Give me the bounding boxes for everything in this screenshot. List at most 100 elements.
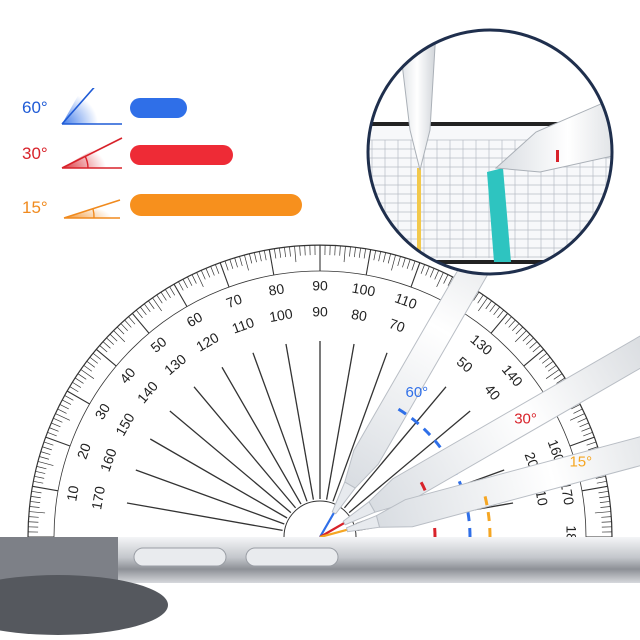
protractor-tick xyxy=(239,256,243,267)
protractor-tick xyxy=(169,286,176,296)
protractor-radial-line xyxy=(332,352,388,502)
protractor-tick xyxy=(131,312,150,334)
protractor-tick xyxy=(80,369,95,379)
angle-arc-30 xyxy=(418,478,437,538)
protractor-tick xyxy=(339,245,341,256)
protractor-tick xyxy=(354,247,356,258)
protractor-tick xyxy=(289,246,291,257)
protractor-tick xyxy=(268,249,275,276)
angle-arc-60 xyxy=(394,405,472,538)
protractor-tick xyxy=(28,516,39,518)
inset-content xyxy=(368,30,612,264)
legend-bar-30 xyxy=(130,145,233,165)
protractor-tick xyxy=(124,319,132,328)
protractor-tick xyxy=(229,259,234,269)
protractor-tick xyxy=(59,404,69,410)
protractor-tick xyxy=(273,248,277,259)
protractor-tick xyxy=(571,404,581,410)
protractor-tick xyxy=(436,272,444,288)
protractor-tick xyxy=(34,475,45,479)
protractor-tick xyxy=(294,246,297,263)
outer-scale-label: 60 xyxy=(184,308,206,330)
protractor-tick xyxy=(69,386,79,393)
protractor-tick xyxy=(497,309,505,319)
device-lens xyxy=(0,575,168,635)
protractor-tick xyxy=(425,266,430,276)
inner-scale-label: 70 xyxy=(387,315,407,335)
protractor-tick xyxy=(200,270,206,280)
protractor-tick xyxy=(92,352,102,360)
protractor-tick xyxy=(128,316,136,325)
protractor-tick xyxy=(343,246,346,263)
protractor-tick xyxy=(595,475,606,479)
protractor-tick xyxy=(391,254,396,271)
protractor-radial-line xyxy=(343,386,447,509)
protractor-tick xyxy=(378,251,382,262)
protractor-tick xyxy=(33,480,44,484)
protractor-tick xyxy=(569,436,595,447)
protractor-tick xyxy=(39,456,50,460)
protractor-radial-line xyxy=(169,410,292,514)
protractor-tick xyxy=(600,506,611,508)
protractor-tick xyxy=(599,496,610,499)
protractor-tick xyxy=(579,422,589,428)
protractor-tick xyxy=(529,341,538,349)
protractor-tick xyxy=(284,247,286,258)
angle-label-15: 15° xyxy=(569,453,592,470)
protractor-tick xyxy=(581,485,608,492)
protractor-tick xyxy=(526,337,534,345)
pencil-tip xyxy=(345,514,381,533)
protractor: 1020304050607080901001101201301401501601… xyxy=(27,244,613,549)
protractor-tick xyxy=(120,323,128,331)
protractor-tick xyxy=(45,436,71,447)
protractor-tick xyxy=(598,490,609,494)
outer-scale-label: 100 xyxy=(351,280,377,300)
protractor-tick xyxy=(577,417,587,423)
legend-row-60: 60° xyxy=(22,88,124,128)
protractor-tick xyxy=(508,319,516,328)
protractor-tick xyxy=(35,470,46,474)
legend-label-60: 60° xyxy=(22,98,48,117)
protractor-tick xyxy=(523,348,545,367)
inner-scale-label: 80 xyxy=(350,306,368,324)
protractor-tick xyxy=(28,521,39,523)
protractor-tick xyxy=(383,252,387,263)
protractor-tick xyxy=(62,399,72,405)
protractor-tick xyxy=(556,377,566,384)
protractor-tick xyxy=(253,252,257,263)
protractor-tick xyxy=(113,330,126,343)
protractor-tick xyxy=(373,250,377,261)
protractor-tick xyxy=(47,432,57,437)
inset-pencil-upright xyxy=(397,30,437,171)
protractor-tick xyxy=(53,417,63,423)
protractor-tick xyxy=(148,300,155,310)
legend-bar-60 xyxy=(130,98,187,118)
outer-scale-label: 70 xyxy=(224,291,244,311)
outer-scale-label: 30 xyxy=(92,400,114,422)
inset-accent-mark xyxy=(556,150,559,162)
protractor-tick xyxy=(196,272,204,288)
pencil-tip xyxy=(342,501,376,526)
protractor-tick xyxy=(477,294,484,304)
protractor-radial-line xyxy=(285,343,315,500)
outer-scale-label: 90 xyxy=(312,278,328,294)
protractor-tick xyxy=(49,427,59,432)
protractor-tick xyxy=(156,294,163,304)
protractor-tick xyxy=(397,256,401,267)
protractor-tick xyxy=(77,373,87,380)
protractor-tick xyxy=(205,268,211,278)
protractor-tick xyxy=(152,297,162,312)
inner-scale-label: 100 xyxy=(268,305,294,325)
protractor-tick xyxy=(599,501,610,503)
protractor-tick xyxy=(160,291,167,301)
protractor-radial-line xyxy=(325,343,355,500)
protractor-tick xyxy=(545,360,554,368)
protractor-tick xyxy=(514,330,527,343)
protractor-tick xyxy=(258,251,262,262)
protractor-tick xyxy=(299,245,301,256)
protractor-tick xyxy=(485,300,492,310)
protractor-tick xyxy=(178,281,184,291)
angle-15-icon xyxy=(63,199,121,219)
protractor-tick xyxy=(279,247,282,258)
